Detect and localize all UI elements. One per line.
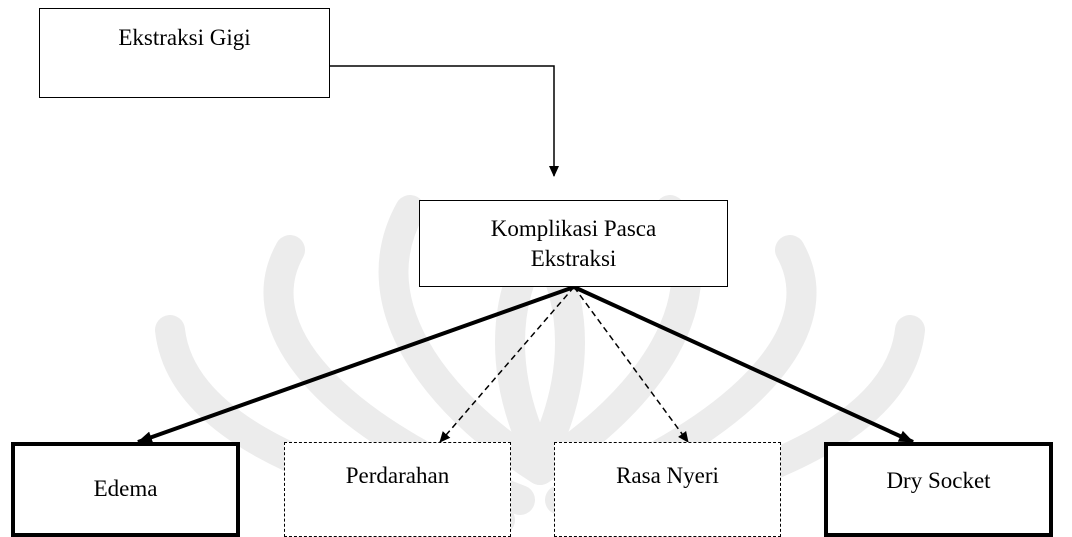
node-ekstraksi-gigi: Ekstraksi Gigi [39, 8, 330, 98]
node-perdarahan-label: Perdarahan [345, 463, 450, 488]
edge-root-to-complication [330, 65, 559, 177]
edge-complication-to-bleeding [439, 286, 575, 443]
edge-complication-to-dry-socket [573, 285, 914, 444]
node-edema: Edema [11, 442, 240, 537]
edge-complication-to-edema [137, 285, 575, 444]
node-komplikasi-label: Komplikasi Pasca Ekstraksi [490, 215, 657, 271]
node-edema-label: Edema [93, 476, 158, 501]
node-ekstraksi-gigi-label: Ekstraksi Gigi [118, 25, 251, 50]
node-komplikasi: Komplikasi Pasca Ekstraksi [419, 200, 728, 287]
node-rasa-nyeri: Rasa Nyeri [554, 442, 781, 537]
node-dry-socket: Dry Socket [824, 442, 1053, 537]
edge-complication-to-pain [573, 286, 689, 443]
node-dry-socket-label: Dry Socket [886, 468, 991, 493]
node-perdarahan: Perdarahan [284, 442, 511, 537]
node-rasa-nyeri-label: Rasa Nyeri [616, 463, 719, 488]
